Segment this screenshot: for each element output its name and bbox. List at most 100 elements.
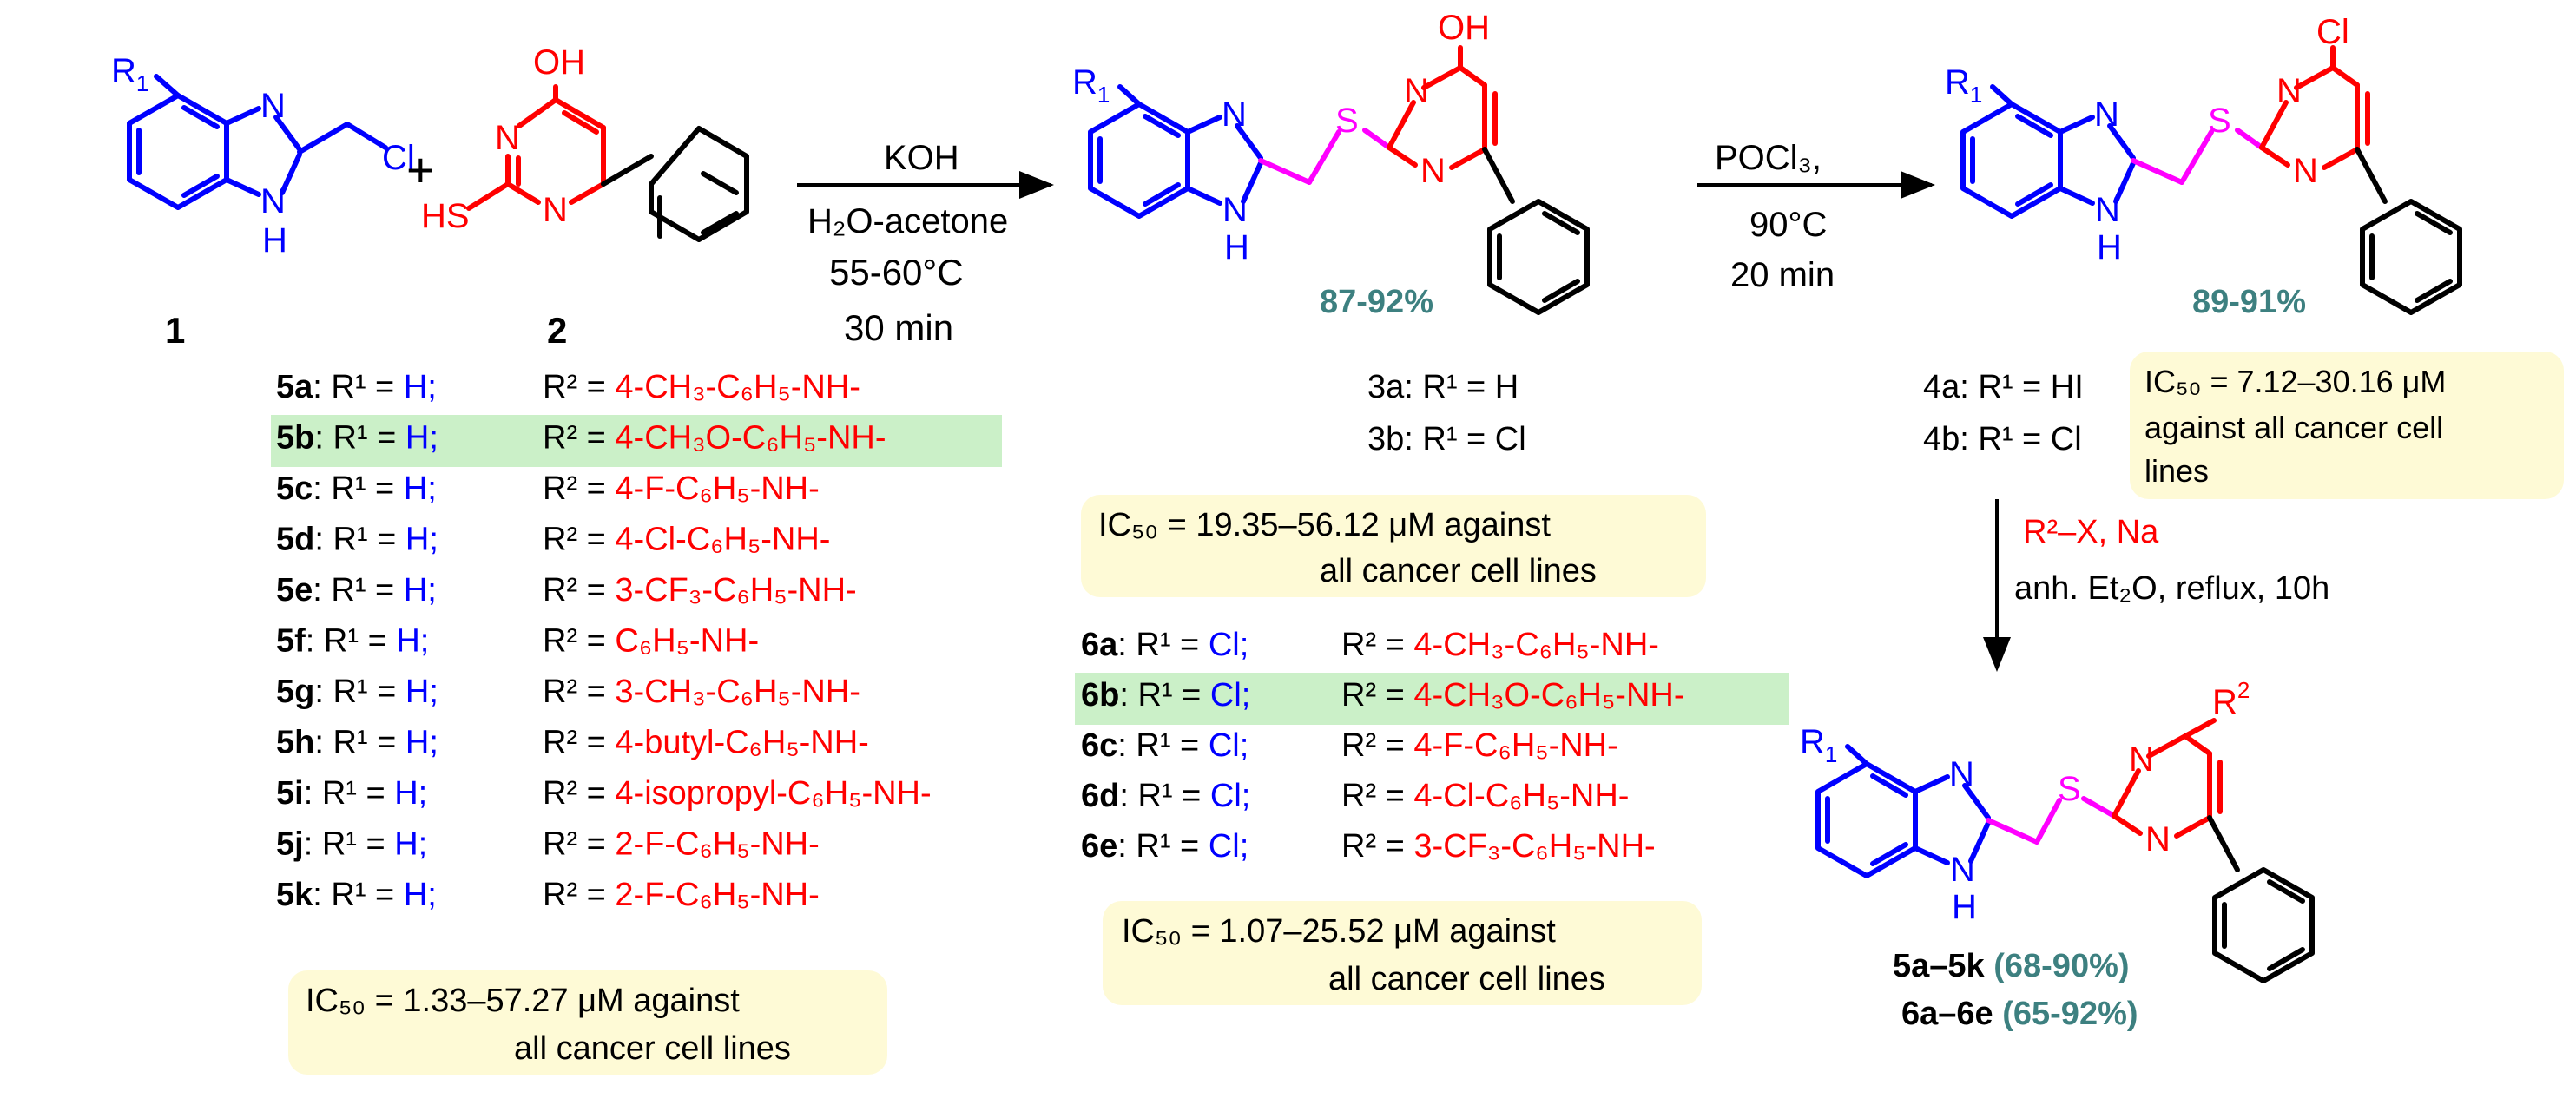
atom-n: N (260, 182, 286, 220)
compound-2-structure: OH N N HS (421, 43, 749, 242)
compound-id-1: 1 (165, 310, 185, 351)
step1-time: 30 min (844, 307, 953, 348)
r1-label: R1 (1800, 723, 1837, 767)
product-series-5: 5a–5k (68-90%) (1893, 948, 2130, 984)
r1-label: R1 (1945, 63, 1982, 108)
substituent-row-5c: 5c: R¹ = H; (276, 470, 437, 507)
atom-n: N (495, 119, 520, 157)
atom-oh: OH (533, 43, 585, 82)
compound-1-structure: N N H Cl R1 (111, 52, 415, 260)
atom-oh: OH (1438, 9, 1490, 47)
yield-compound-4: 89-91% (2192, 284, 2306, 320)
yield-compound-3: 87-92% (1320, 284, 1433, 320)
substituent-r2-5g: R² = 3-CH₃-C₆H₅-NH- (543, 674, 860, 710)
substituent-r2-5a: R² = 4-CH₃-C₆H₅-NH- (543, 369, 860, 405)
ic50-3-line1: IC₅₀ = 19.35–56.12 μM against (1098, 507, 1551, 543)
step1-reagent: KOH (884, 139, 959, 177)
atom-n: N (2094, 95, 2119, 134)
label-3b: 3b: R¹ = Cl (1367, 421, 1526, 457)
atom-n: N (260, 87, 286, 125)
ic50-5-line2: all cancer cell lines (514, 1030, 791, 1067)
compound-id-2: 2 (547, 310, 567, 351)
atom-n: N (2145, 820, 2171, 858)
atom-h: H (2097, 228, 2122, 266)
substituent-r2-5h: R² = 4-butyl-C₆H₅-NH- (543, 725, 869, 761)
substituent-r2-6d: R² = 4-Cl-C₆H₅-NH- (1341, 778, 1629, 814)
substituent-r2-5j: R² = 2-F-C₆H₅-NH- (543, 826, 820, 863)
substituent-r2-5i: R² = 4-isopropyl-C₆H₅-NH- (543, 775, 932, 812)
step3-conditions: anh. Et₂O, reflux, 10h (2014, 570, 2329, 607)
compound-3-structure: N N H R1 S N N OH (1072, 9, 1590, 315)
substituent-row-5b: 5b: R¹ = H; (276, 420, 438, 457)
step3-reagent: R²–X, Na (2023, 514, 2159, 550)
ic50-5-line1: IC₅₀ = 1.33–57.27 μM against (306, 983, 740, 1019)
step1-temperature: 55-60°C (829, 252, 964, 293)
r1-label: R1 (111, 52, 148, 96)
ic50-box-compound-4 (2130, 352, 2564, 499)
substituent-row-6b: 6b: R¹ = Cl; (1081, 677, 1250, 714)
substituent-r2-6e: R² = 3-CF₃-C₆H₅-NH- (1341, 828, 1656, 865)
atom-n: N (1404, 72, 1429, 110)
atom-n: N (1222, 191, 1248, 229)
atom-n: N (2129, 740, 2154, 779)
atom-s: S (2058, 770, 2081, 808)
plus-sign: + (406, 142, 435, 197)
atom-n: N (2095, 191, 2120, 229)
substituent-row-5d: 5d: R¹ = H; (276, 522, 438, 558)
ic50-4-line3: lines (2144, 453, 2209, 489)
substituent-r2-5f: R² = C₆H₅-NH- (543, 623, 759, 660)
ic50-4-line1: IC₅₀ = 7.12–30.16 μM (2144, 364, 2446, 399)
highlight-5b (271, 415, 1002, 467)
atom-cl: Cl (382, 139, 415, 177)
ic50-box-series-6 (1103, 901, 1702, 1005)
substituent-r2-5c: R² = 4-F-C₆H₅-NH- (543, 470, 820, 507)
atom-n: N (1950, 851, 1975, 889)
ic50-4-line2: against all cancer cell (2144, 410, 2443, 445)
ic50-3-line2: all cancer cell lines (1320, 553, 1597, 589)
substituent-row-5g: 5g: R¹ = H; (276, 674, 438, 710)
substituent-r2-6b: R² = 4-CH₃O-C₆H₅-NH- (1341, 677, 1684, 714)
atom-n: N (2293, 152, 2318, 190)
atom-s: S (1335, 102, 1359, 140)
substituent-row-6e: 6e: R¹ = Cl; (1081, 828, 1248, 865)
atom-n: N (1420, 152, 1446, 190)
r2-label: R2 (2212, 677, 2250, 721)
substituent-r2-6a: R² = 4-CH₃-C₆H₅-NH- (1341, 627, 1659, 663)
substituent-row-6c: 6c: R¹ = Cl; (1081, 727, 1248, 764)
substituent-row-5j: 5j: R¹ = H; (276, 826, 427, 863)
ic50-box-series-5 (288, 970, 887, 1075)
final-product-structure: N N H R1 S N N R2 (1800, 677, 2315, 983)
label-4a: 4a: R¹ = HI (1923, 369, 2084, 405)
r1-label: R1 (1072, 63, 1110, 108)
step1-solvent: H₂O-acetone (807, 202, 1008, 240)
atom-n: N (1222, 95, 1247, 134)
atom-hs: HS (421, 197, 470, 235)
ic50-6-line2: all cancer cell lines (1328, 961, 1605, 997)
step2-temperature: 90°C (1749, 206, 1827, 244)
substituent-r2-6c: R² = 4-F-C₆H₅-NH- (1341, 727, 1618, 764)
step2-reagent: POCl₃, (1715, 139, 1822, 177)
series-6-list: 6a: R¹ = Cl; R² = 4-CH₃-C₆H₅-NH- 6b: R¹ = … (1081, 627, 1684, 865)
atom-h: H (1952, 888, 1977, 926)
atom-n: N (2276, 72, 2302, 110)
substituent-r2-5b: R² = 4-CH₃O-C₆H₅-NH- (543, 420, 886, 457)
substituent-row-5a: 5a: R¹ = H; (276, 369, 437, 405)
atom-cl: Cl (2316, 13, 2349, 51)
substituent-row-5f: 5f: R¹ = H; (276, 623, 429, 660)
product-series-6: 6a–6e (65-92%) (1901, 996, 2138, 1032)
atom-s: S (2208, 102, 2231, 140)
label-4b: 4b: R¹ = Cl (1923, 421, 2082, 457)
substituent-row-5h: 5h: R¹ = H; (276, 725, 438, 761)
atom-h: H (1224, 228, 1249, 266)
ic50-box-compound-3 (1081, 495, 1706, 597)
substituent-row-5i: 5i: R¹ = H; (276, 775, 427, 812)
series-5-list: 5a: R¹ = H; R² = 4-CH₃-C₆H₅-NH- 5b: R¹ = H… (276, 369, 932, 913)
atom-h: H (262, 221, 287, 260)
substituent-r2-5e: R² = 3-CF₃-C₆H₅-NH- (543, 572, 857, 608)
atom-n: N (1949, 755, 1974, 793)
compound-4-structure: N N H R1 S N N Cl (1945, 13, 2462, 315)
step2-time: 20 min (1730, 256, 1835, 294)
substituent-row-6a: 6a: R¹ = Cl; (1081, 627, 1248, 663)
substituent-r2-5k: R² = 2-F-C₆H₅-NH- (543, 877, 820, 913)
